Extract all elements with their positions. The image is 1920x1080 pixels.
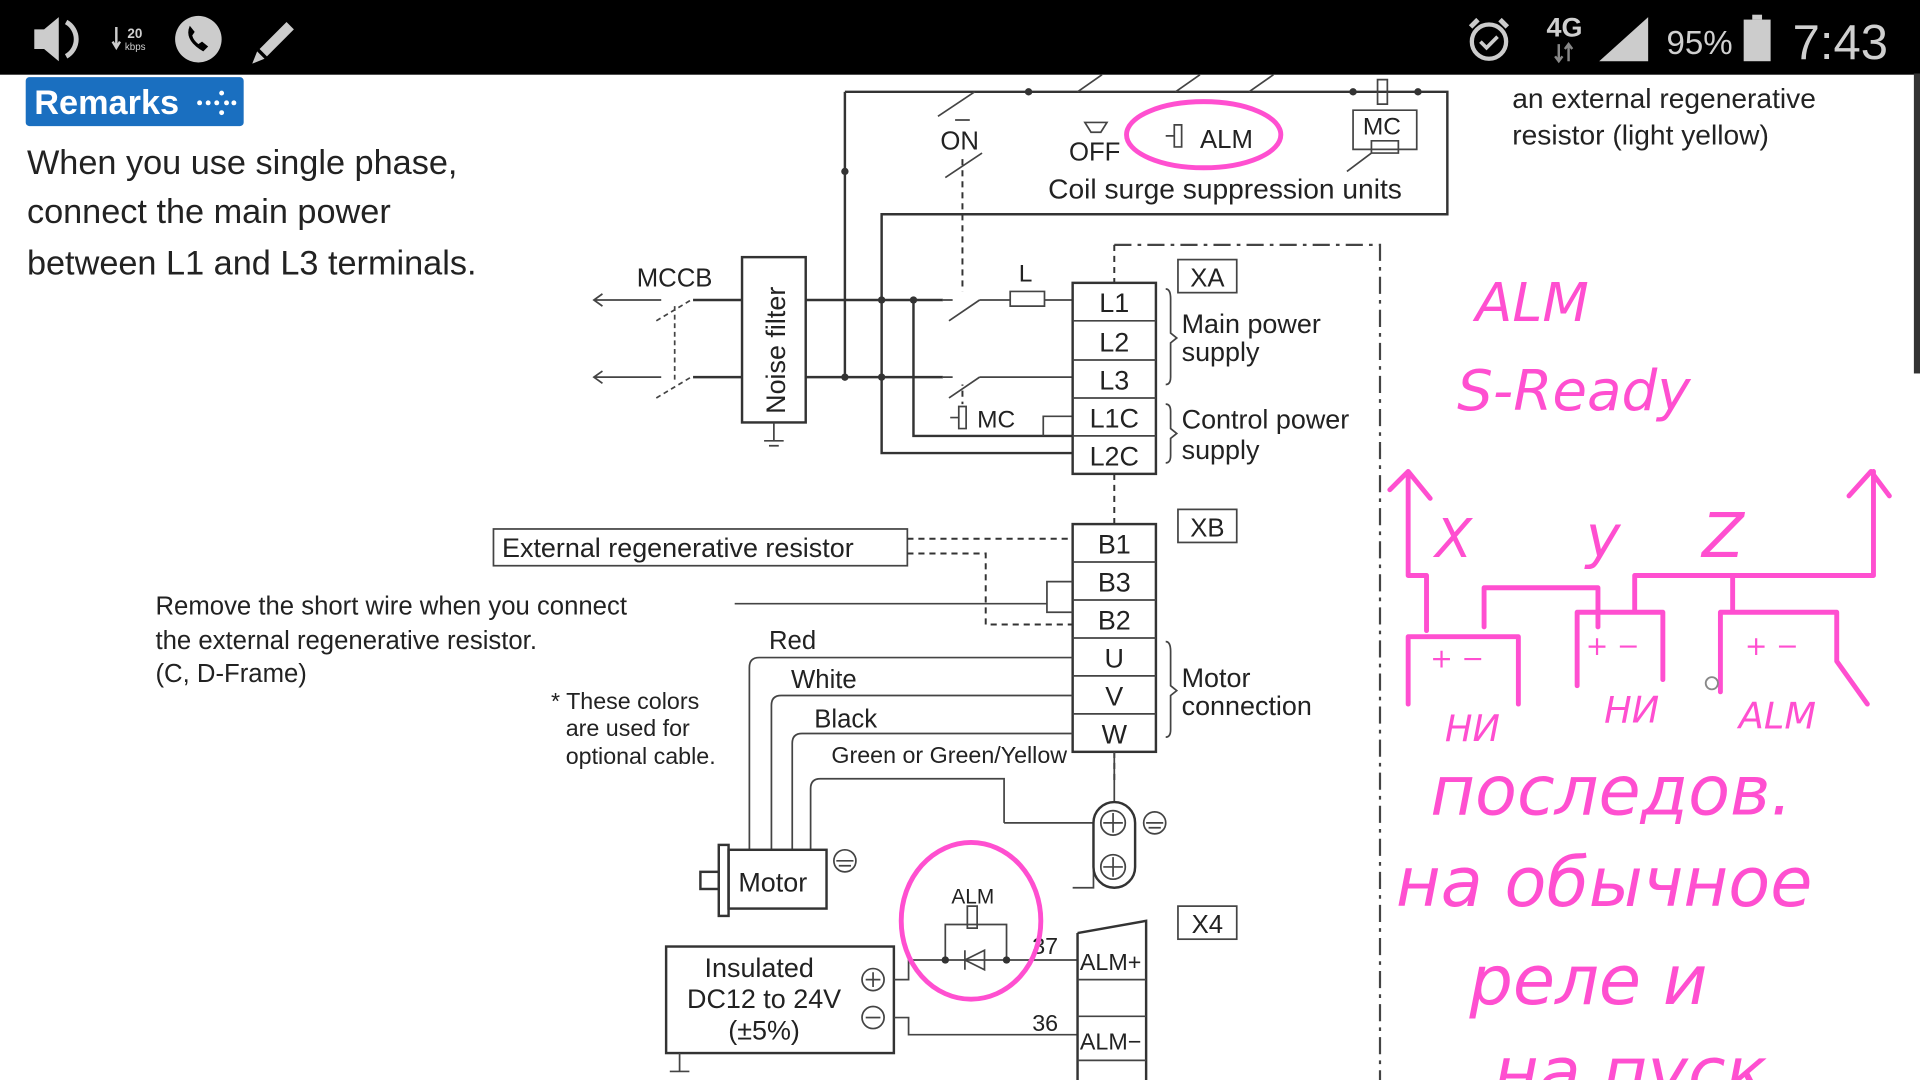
annotation-text: + −	[1430, 643, 1484, 674]
terminal-label: U	[1105, 643, 1124, 673]
terminal-label: L1C	[1090, 403, 1139, 433]
volume-icon	[34, 17, 79, 62]
relay-sketch	[1387, 468, 1892, 707]
colors-note: are used for	[566, 715, 690, 741]
annotation-text: на пуск	[1494, 1033, 1767, 1080]
annotation-text: ALM	[1737, 695, 1816, 738]
data-rate-icon: 20 kbps	[111, 26, 146, 53]
battery-icon	[1743, 14, 1771, 62]
annotation-text: + −	[1745, 631, 1799, 662]
scrollbar[interactable]	[1913, 73, 1920, 374]
annotation-text: реле и	[1468, 941, 1707, 1021]
wiring-diagram: ON OFF ALM MC Coil surge suppression uni…	[156, 73, 1449, 1080]
remarks-line: When you use single phase,	[27, 144, 458, 182]
dc-supply-label: Insulated	[705, 953, 814, 983]
xa-connector-label: XA	[1190, 265, 1225, 293]
terminal-label: V	[1105, 681, 1123, 711]
motor-label: Motor	[738, 867, 807, 897]
alm-plus-terminal: ALM+	[1080, 949, 1141, 975]
annotation-text: НИ	[1445, 707, 1500, 750]
arrow-dots-icon	[197, 90, 237, 116]
data-rate-unit: kbps	[125, 42, 146, 53]
alm-highlight-circle	[1124, 99, 1284, 171]
data-rate-value: 20	[127, 26, 142, 41]
pencil-icon	[252, 22, 294, 64]
colors-note: * These colors	[551, 688, 699, 714]
network-type: 4G	[1547, 13, 1583, 43]
wire-white-label: White	[791, 666, 857, 694]
terminal-label: B2	[1098, 605, 1131, 635]
mc-label: MC	[1363, 114, 1401, 141]
alm-minus-terminal: ALM−	[1080, 1028, 1141, 1054]
on-label: ON	[940, 127, 979, 155]
wire-red-label: Red	[769, 627, 816, 655]
terminal-label: W	[1102, 719, 1128, 749]
control-power-label: supply	[1182, 435, 1260, 465]
ext-regen-resistor-label: External regenerative resistor	[502, 533, 854, 563]
annotation-text: S-Ready	[1457, 359, 1691, 424]
annotation-text: + −	[1586, 631, 1640, 662]
annotation-text: ALM	[1473, 271, 1589, 334]
terminal-label: L2	[1099, 327, 1129, 357]
remarks-line: connect the main power	[27, 193, 391, 231]
clock: 7:43	[1793, 16, 1888, 70]
battery-percent: 95%	[1667, 25, 1733, 62]
main-power-label: Main power	[1182, 309, 1321, 339]
handwritten-annotations: ALM S-Ready X y Z + − + − + − НИ НИ ALM …	[898, 99, 1892, 1080]
motor: Motor	[699, 843, 828, 918]
terminal-label: L2C	[1090, 441, 1139, 471]
annotation-text: на обычное	[1396, 843, 1812, 923]
annotation-text: X	[1432, 507, 1473, 570]
ground-terminal-icon	[1099, 809, 1127, 881]
remove-short-note: the external regenerative resistor.	[156, 627, 537, 655]
annotation-text: НИ	[1604, 688, 1659, 731]
noise-filter-label: Noise filter	[761, 287, 791, 414]
remarks-section: Remarks When you use single phase, conne…	[25, 77, 477, 282]
coil-surge-label: Coil surge suppression units	[1048, 173, 1402, 204]
network-4g-icon: 4G	[1547, 13, 1583, 64]
terminal-label: B1	[1098, 529, 1131, 559]
alm-output-label: ALM	[951, 886, 994, 909]
main-power-label: supply	[1182, 337, 1260, 367]
xb-connector-label: XB	[1190, 514, 1224, 542]
wire-green-label: Green or Green/Yellow	[831, 742, 1067, 768]
alm-contact-label: ALM	[1200, 126, 1253, 154]
annotation-text: Z	[1700, 501, 1746, 572]
mccb-label: MCCB	[637, 265, 713, 293]
dc-supply-label: DC12 to 24V	[687, 984, 841, 1014]
top-note: resistor (light yellow)	[1512, 119, 1769, 150]
terminal-label: L1	[1099, 288, 1129, 318]
terminal-label: B3	[1098, 567, 1131, 597]
annotation-text: последов.	[1430, 751, 1792, 831]
pin-36-label: 36	[1032, 1010, 1058, 1036]
annotation-text: y	[1584, 502, 1622, 571]
earth-icon	[833, 810, 1167, 873]
signal-icon	[1599, 17, 1649, 62]
control-power-label: Control power	[1182, 405, 1350, 435]
remarks-badge	[25, 77, 244, 127]
inductor-label: L	[1019, 261, 1033, 288]
top-note: an external regenerative	[1512, 83, 1816, 114]
remove-short-note: Remove the short wire when you connect	[156, 593, 627, 621]
remove-short-note: (C, D-Frame)	[156, 660, 307, 688]
motor-connection-label: Motor	[1182, 663, 1251, 693]
alarm-icon	[1468, 17, 1510, 61]
mc-coil-label: MC	[977, 406, 1015, 433]
x4-connector-label: X4	[1192, 911, 1223, 939]
terminal-label: L3	[1099, 365, 1129, 395]
remarks-badge-label: Remarks	[34, 84, 179, 122]
off-label: OFF	[1069, 138, 1120, 166]
motor-connection-label: connection	[1182, 691, 1312, 721]
alm-output-highlight-circle	[898, 840, 1044, 1002]
dc-supply-label: (±5%)	[728, 1016, 800, 1046]
colors-note: optional cable.	[566, 743, 716, 769]
wire-black-label: Black	[814, 705, 877, 733]
phone-call-icon	[175, 15, 222, 63]
remarks-line: between L1 and L3 terminals.	[27, 244, 477, 282]
status-bar: 20 kbps 4G 95% 7:43	[0, 0, 1920, 75]
